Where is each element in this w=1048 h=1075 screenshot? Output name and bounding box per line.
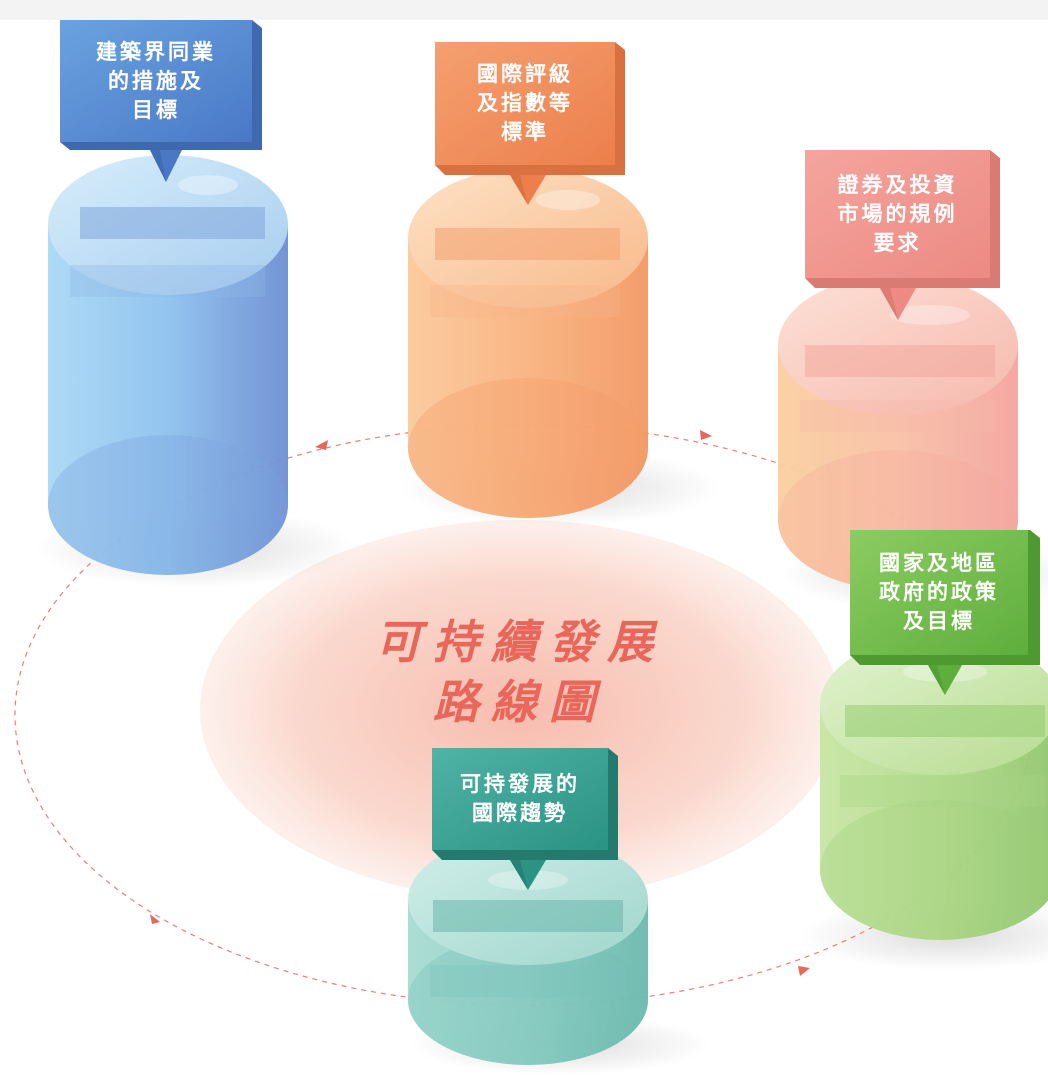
cylinder-trends xyxy=(408,748,710,1075)
top-band xyxy=(0,0,1048,20)
node-label-peers: 建築界同業 的措施及 目標 xyxy=(96,39,216,122)
node-label-securities: 證券及投資 市場的規例 要求 xyxy=(837,172,958,255)
ring-arrows xyxy=(150,430,1022,976)
diagram-title-line-1: 可持續發展 xyxy=(375,615,665,669)
center-disc xyxy=(200,520,840,900)
diagram-title: 可持續發展 路線圖 xyxy=(330,612,710,732)
ring-arrow xyxy=(150,914,160,924)
node-label-trends: 可持發展的 國際趨勢 xyxy=(460,772,580,825)
node-label-government: 國家及地區 政府的政策 及目標 xyxy=(879,551,999,633)
ring-arrow xyxy=(315,440,328,450)
ring-arrow xyxy=(700,430,712,440)
ring-arrow xyxy=(798,966,810,976)
node-label-ratings: 國際評級 及指數等 標準 xyxy=(477,62,573,144)
cylinder-government xyxy=(800,530,1048,971)
cylinder-peers xyxy=(35,20,355,588)
cylinder-ratings xyxy=(400,42,720,526)
diagram-title-line-2: 路線圖 xyxy=(433,675,607,729)
